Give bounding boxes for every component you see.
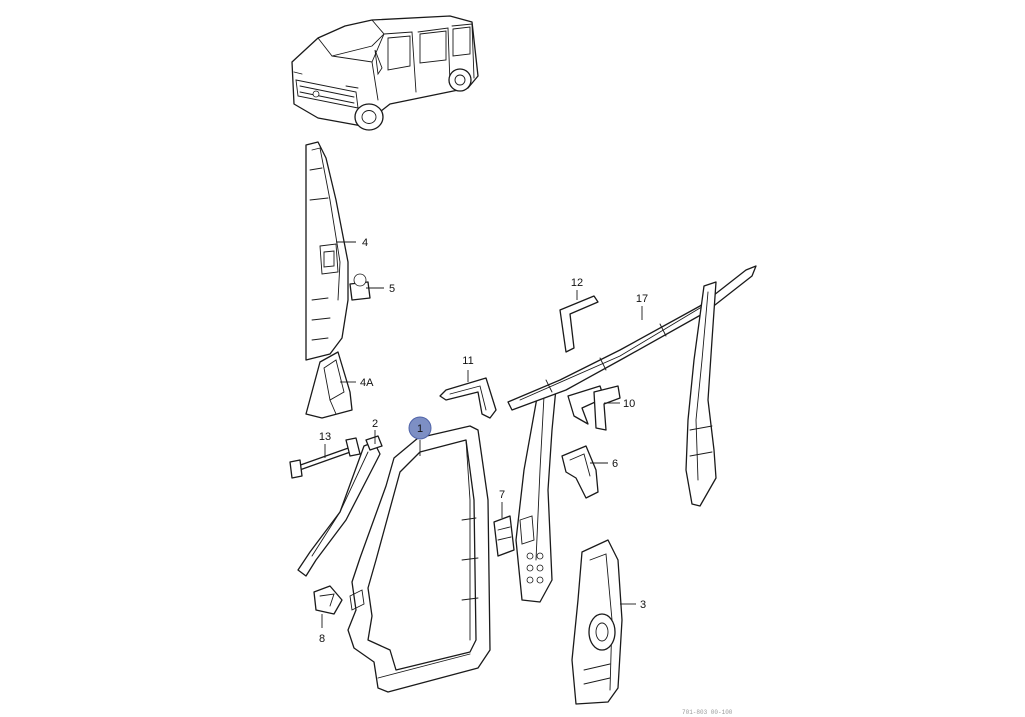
- callout-5-label[interactable]: 5: [389, 283, 395, 295]
- part-3-lower-pillar: [571, 539, 623, 705]
- callout-8-label[interactable]: 8: [319, 633, 325, 645]
- part-1-door-frame: [347, 425, 491, 693]
- part-4-pillar: [305, 141, 349, 361]
- part-6-bracket: [561, 445, 599, 499]
- part-10-bracket: [567, 385, 621, 431]
- part-4A-panel: [305, 351, 353, 419]
- callout-10-label[interactable]: 10: [623, 398, 635, 410]
- callout-1-highlight-circle[interactable]: [408, 416, 432, 440]
- part-8-bracket: [313, 585, 343, 615]
- part-5-bracket: [349, 273, 371, 301]
- callout-3-label[interactable]: 3: [640, 599, 646, 611]
- callout-17-label[interactable]: 17: [636, 293, 648, 305]
- callout-4-label[interactable]: 4: [362, 237, 368, 249]
- callout-7-label[interactable]: 7: [499, 489, 505, 501]
- part-2-strip: [297, 435, 383, 577]
- callouts: 1 2 3 4 4A 5 6 7 8 10 11 12 13 17: [319, 237, 648, 645]
- part-11-corner: [439, 377, 497, 419]
- part-17-roof-rail: [507, 265, 757, 411]
- c-pillar: [685, 281, 717, 507]
- leader-lines: [321, 241, 643, 628]
- callout-11-label[interactable]: 11: [462, 355, 473, 367]
- diagram-reference-number: 701-803 00-100: [682, 709, 733, 716]
- callout-1-label[interactable]: 1: [417, 423, 423, 435]
- part-13-rod: [289, 437, 361, 479]
- part-7-bracket: [493, 515, 515, 557]
- callout-13-label[interactable]: 13: [319, 431, 331, 443]
- callout-6-label[interactable]: 6: [612, 458, 618, 470]
- b-pillar: [515, 387, 557, 603]
- callout-2-label[interactable]: 2: [372, 418, 378, 430]
- callout-4A-label[interactable]: 4A: [360, 377, 374, 389]
- callout-12-label[interactable]: 12: [571, 277, 583, 289]
- part-12-strip: [559, 295, 599, 353]
- van-illustration: [291, 15, 479, 131]
